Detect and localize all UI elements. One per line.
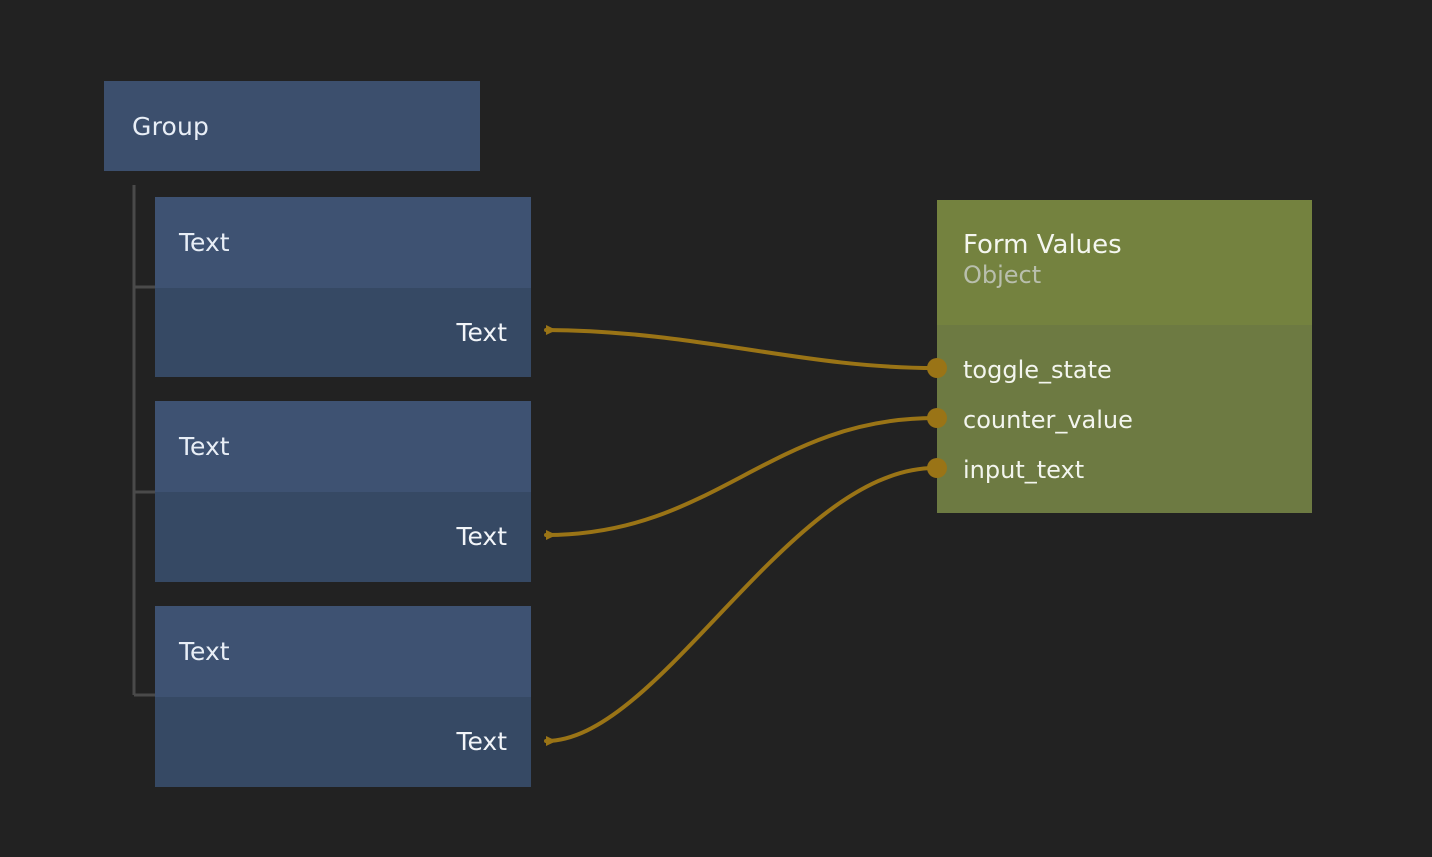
text-node-3-body-label: Text — [456, 727, 507, 756]
text-node-3-body[interactable]: Text — [155, 697, 531, 786]
text-node-3-header[interactable]: Text — [155, 606, 531, 697]
port-dot-toggle-state[interactable] — [927, 358, 947, 378]
object-node-subtitle: Object — [963, 260, 1042, 289]
text-node-2[interactable]: Text Text — [155, 401, 531, 582]
group-node-title: Group — [132, 111, 210, 141]
object-node-body: toggle_state counter_value input_text — [937, 325, 1312, 495]
object-node-title: Form Values — [963, 230, 1122, 260]
group-node[interactable]: Group — [104, 81, 480, 171]
text-node-1-body-label: Text — [456, 318, 507, 347]
text-node-3-header-label: Text — [179, 637, 230, 666]
text-node-2-header-label: Text — [179, 432, 230, 461]
port-label-toggle-state: toggle_state — [963, 356, 1112, 384]
text-node-1-header-label: Text — [179, 228, 230, 257]
port-row-counter-value[interactable]: counter_value — [937, 395, 1312, 445]
text-node-1-body[interactable]: Text — [155, 288, 531, 377]
edge-toggle-state-to-text-1 — [544, 325, 937, 370]
text-node-1-header[interactable]: Text — [155, 197, 531, 288]
text-node-2-body[interactable]: Text — [155, 492, 531, 581]
edge-counter-value-to-text-2 — [544, 416, 937, 540]
port-row-input-text[interactable]: input_text — [937, 445, 1312, 495]
text-node-1[interactable]: Text Text — [155, 197, 531, 377]
port-label-input-text: input_text — [963, 456, 1085, 484]
port-dot-counter-value[interactable] — [927, 408, 947, 428]
text-node-3[interactable]: Text Text — [155, 606, 531, 787]
text-node-2-body-label: Text — [456, 522, 507, 551]
port-dot-input-text[interactable] — [927, 458, 947, 478]
object-node-header[interactable]: Form Values Object — [937, 200, 1312, 325]
port-label-counter-value: counter_value — [963, 406, 1133, 434]
object-node-form-values[interactable]: Form Values Object toggle_state counter_… — [937, 200, 1312, 513]
edge-input-text-to-text-3 — [544, 466, 937, 746]
text-node-2-header[interactable]: Text — [155, 401, 531, 492]
port-row-toggle-state[interactable]: toggle_state — [937, 345, 1312, 395]
